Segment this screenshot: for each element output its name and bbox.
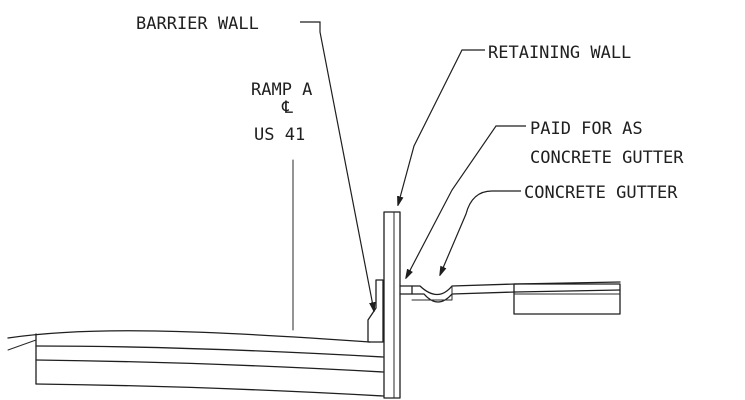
barrier-wall-leader — [300, 21, 374, 311]
gutter-lip — [399, 285, 413, 295]
concrete-gutter-label: CONCRETE GUTTER — [524, 183, 678, 203]
gutter-notch — [411, 285, 453, 301]
left-pavement-base-1 — [35, 345, 384, 358]
retaining-wall-stem — [383, 211, 401, 399]
concrete-gutter-leader — [440, 190, 521, 275]
left-pavement-base-2 — [35, 359, 384, 373]
paid-for-gutter-leader — [406, 125, 526, 278]
paid-for-as-label-line2: CONCRETE GUTTER — [530, 148, 684, 168]
us-41-label: US 41 — [254, 125, 305, 145]
barrier-wall-shape — [367, 279, 384, 343]
paid-for-as-label-line1: PAID FOR AS — [530, 119, 643, 139]
retaining-wall-leader — [398, 49, 485, 205]
centerline-symbol: ℄ — [281, 98, 293, 118]
right-pavement-layer — [513, 283, 621, 315]
retaining-wall-label: RETAINING WALL — [488, 43, 631, 63]
left-pavement-top — [7, 330, 371, 343]
left-breakline — [7, 339, 37, 351]
barrier-wall-label: BARRIER WALL — [136, 14, 259, 34]
right-pavement-second — [514, 289, 621, 293]
left-pavement-bottom — [35, 383, 384, 397]
ramp-a-label: RAMP A — [251, 80, 312, 100]
